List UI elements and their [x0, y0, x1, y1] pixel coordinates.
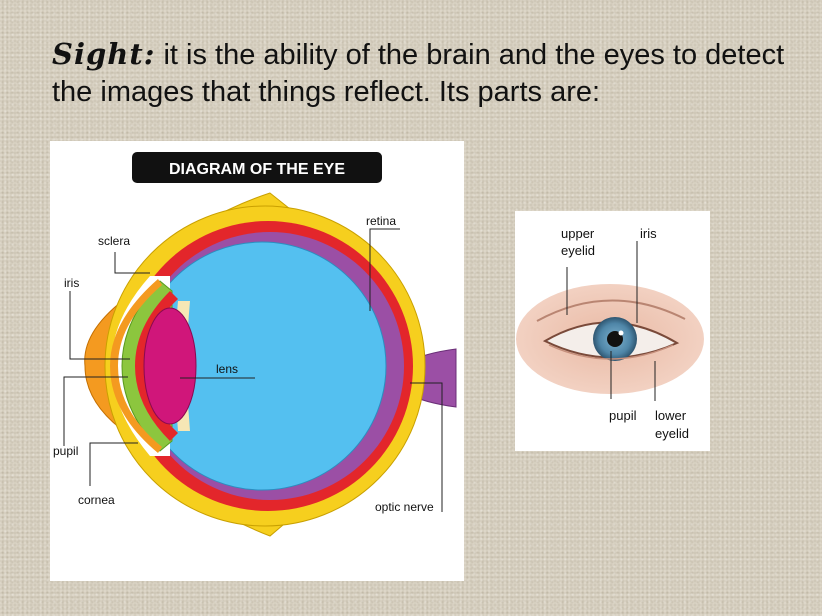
label-sclera: sclera [98, 234, 130, 248]
label-lower-eyelid-line2: eyelid [655, 426, 689, 441]
label-cornea: cornea [78, 493, 115, 507]
photo-leader-lines [566, 241, 656, 401]
slide-keyword: Sight: [52, 37, 156, 71]
eye-diagram-panel: DIAGRAM OF THE EYE [50, 141, 464, 581]
label-retina: retina [366, 214, 396, 228]
eye-photo: upper eyelid iris pupil lower eyelid [516, 226, 704, 441]
leader-lines [63, 228, 443, 512]
lens [143, 307, 197, 425]
label-iris-photo: iris [640, 226, 657, 241]
label-lower-eyelid-line1: lower [655, 408, 687, 423]
slide-text: Sight: it is the ability of the brain an… [52, 36, 792, 111]
eye-diagram: DIAGRAM OF THE EYE [53, 152, 457, 537]
pupil-leader [63, 376, 128, 446]
ciliary-body [135, 291, 178, 441]
optic-nerve-leader [410, 382, 443, 512]
label-upper-eyelid-line2: eyelid [561, 243, 595, 258]
upper-eyelid-crease [536, 299, 686, 322]
cornea-leader [89, 442, 138, 486]
sclera-leader [114, 252, 150, 274]
catchlight [618, 330, 624, 336]
label-upper-eyelid-line1: upper [561, 226, 595, 241]
label-pupil: pupil [53, 444, 78, 458]
diagram-title-banner [132, 152, 382, 183]
pupil-photo [607, 331, 623, 347]
label-lens: lens [216, 362, 238, 376]
eye-photo-panel: upper eyelid iris pupil lower eyelid [515, 211, 710, 451]
label-optic-nerve: optic nerve [375, 500, 434, 514]
diagram-title: DIAGRAM OF THE EYE [169, 161, 345, 178]
retina-leader [369, 228, 400, 311]
slide-body: it is the ability of the brain and the e… [52, 39, 785, 108]
label-iris: iris [64, 276, 79, 290]
iris-leader [69, 291, 130, 360]
label-pupil-photo: pupil [609, 408, 637, 423]
cornea-front [110, 279, 162, 453]
